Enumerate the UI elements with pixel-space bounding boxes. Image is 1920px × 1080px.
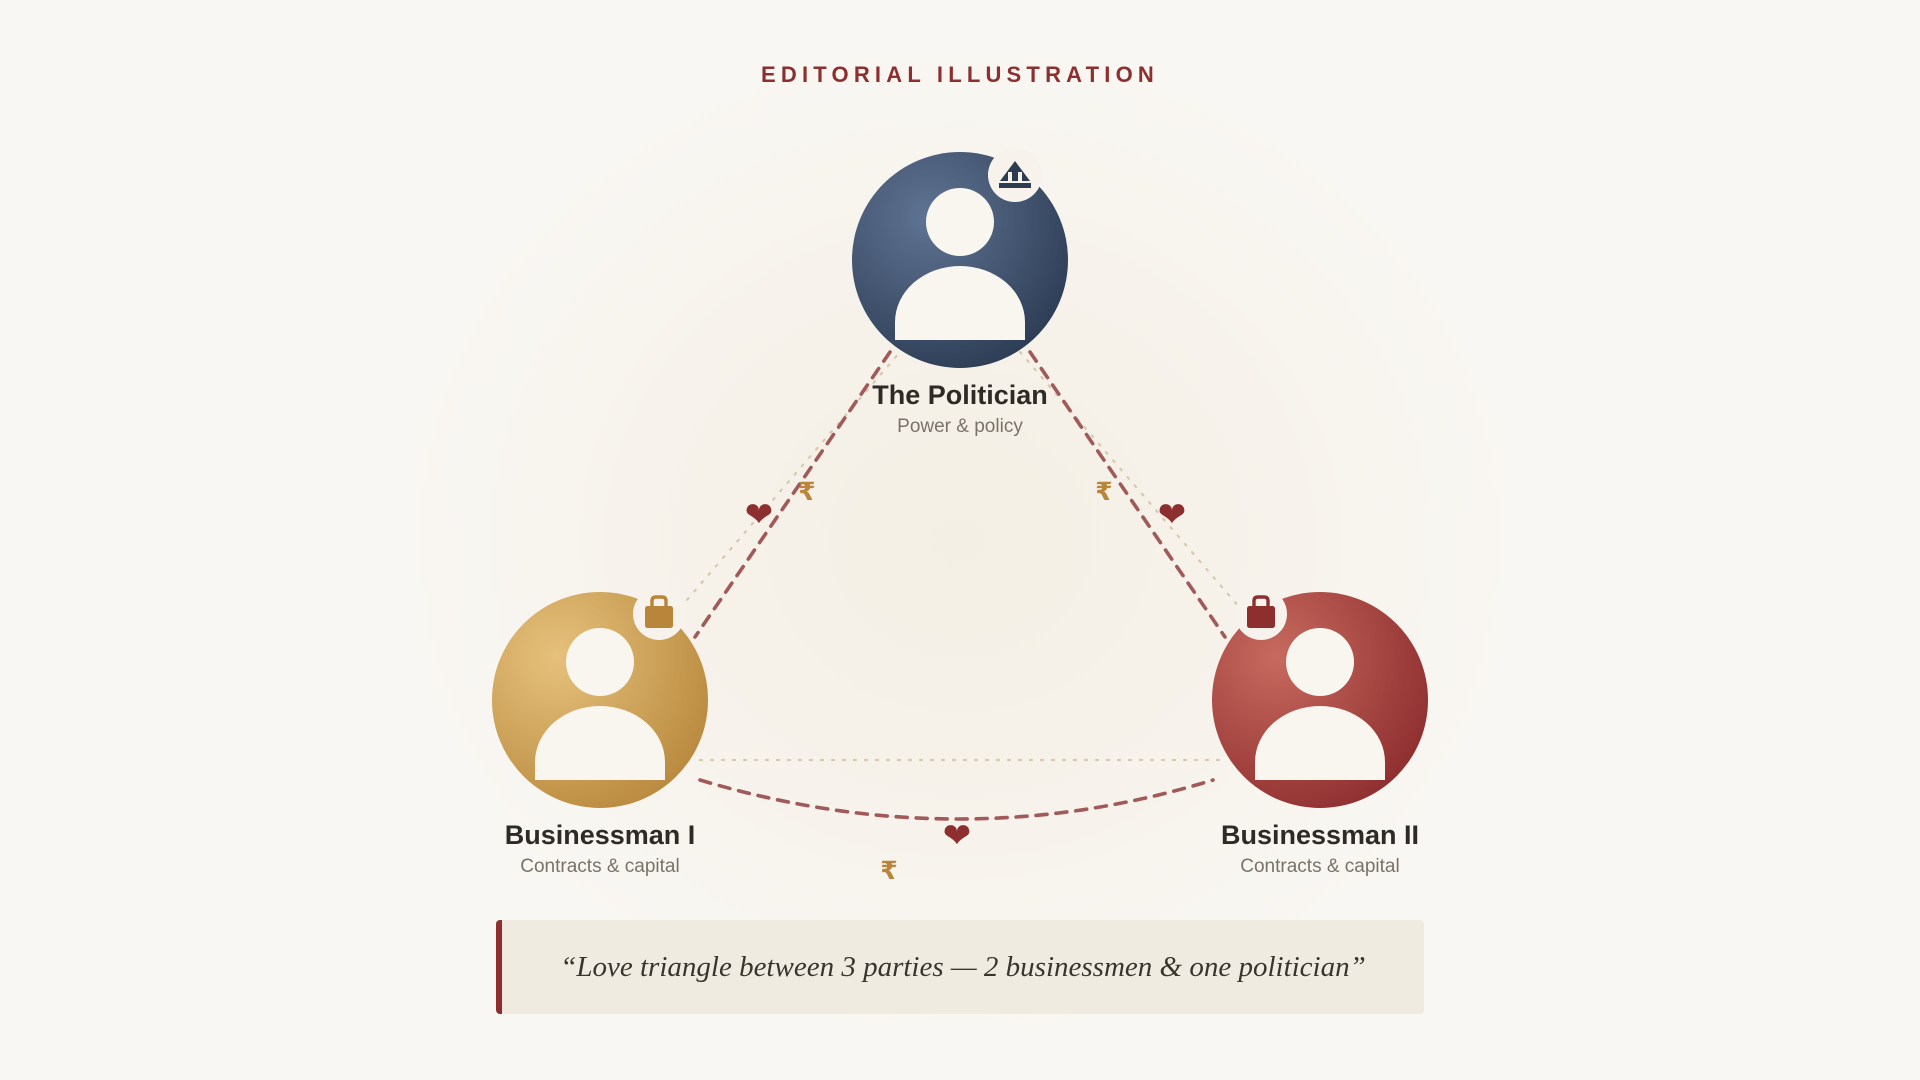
dotted-edge-right	[1018, 350, 1242, 610]
rupee-icon: ₹	[880, 856, 897, 885]
politician-label: The Politician Power & policy	[780, 378, 1140, 442]
businessman-2-name: Businessman II	[1220, 820, 1420, 850]
businessman-2-label: Businessman II Contracts & capital	[1140, 818, 1500, 882]
businessman-1-name: Businessman I	[504, 820, 696, 850]
dashed-bonds	[693, 350, 1227, 821]
parliament-icon	[999, 161, 1031, 188]
businessman-1-node	[492, 588, 708, 808]
quote-text: “Love triangle between 3 parties — 2 bus…	[560, 950, 1366, 983]
rupee-icon: ₹	[1095, 477, 1112, 506]
briefcase-badge	[1235, 588, 1287, 640]
politician-subtitle: Power & policy	[897, 416, 1023, 437]
bond-politician-businessman-2	[1028, 350, 1227, 639]
businessman-2-subtitle: Contracts & capital	[1240, 856, 1400, 877]
kicker-title: EDITORIAL ILLUSTRATION	[761, 62, 1159, 87]
dotted-edges	[678, 350, 1242, 762]
person-icon	[1255, 628, 1385, 780]
heart-icon: ❤	[745, 495, 774, 535]
politician-name: The Politician	[872, 380, 1048, 410]
bond-businessman-1-businessman-2	[698, 778, 1215, 821]
bond-politician-businessman-1	[693, 350, 892, 639]
person-icon	[895, 188, 1025, 340]
politician-node	[852, 148, 1068, 368]
businessman-1-subtitle: Contracts & capital	[520, 856, 680, 877]
person-icon	[535, 628, 665, 780]
heart-icon: ❤	[943, 816, 972, 856]
briefcase-icon	[1247, 595, 1275, 628]
rupee-icon: ₹	[798, 477, 815, 506]
dotted-edge-left	[678, 350, 902, 610]
businessman-1-label: Businessman I Contracts & capital	[420, 818, 780, 882]
businessman-2-node	[1212, 588, 1428, 808]
parliament-badge	[988, 148, 1042, 202]
heart-icon: ❤	[1158, 495, 1187, 535]
briefcase-icon	[645, 595, 673, 628]
briefcase-badge	[633, 588, 685, 640]
pull-quote: “Love triangle between 3 parties — 2 bus…	[496, 920, 1424, 1014]
